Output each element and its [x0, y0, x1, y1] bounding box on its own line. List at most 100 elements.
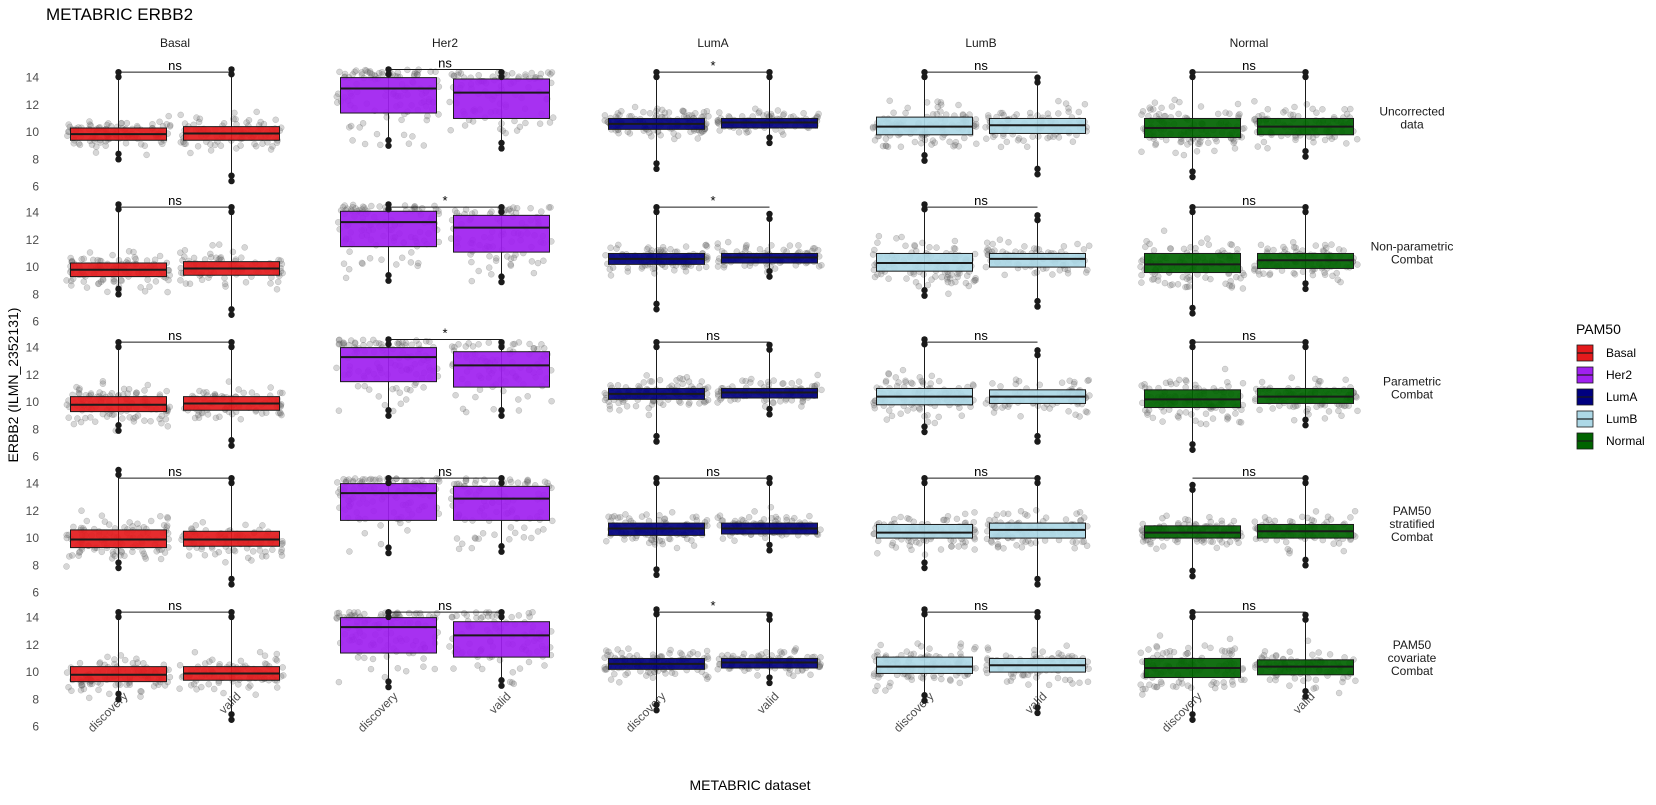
jitter-point	[346, 549, 352, 555]
jitter-point	[1013, 381, 1019, 387]
outlier-point	[653, 306, 659, 312]
jitter-point	[186, 553, 192, 559]
jitter-point	[962, 543, 968, 549]
jitter-point	[164, 388, 170, 394]
jitter-point	[412, 203, 418, 209]
jitter-point	[1355, 408, 1361, 414]
jitter-point	[1252, 266, 1258, 272]
y-tick-label: 10	[26, 395, 40, 409]
jitter-point	[525, 393, 531, 399]
outlier-point	[228, 437, 234, 443]
jitter-point	[1255, 144, 1261, 150]
jitter-point	[1140, 538, 1146, 544]
jitter-point	[77, 142, 83, 148]
jitter-point	[796, 379, 802, 385]
jitter-point	[998, 383, 1004, 389]
jitter-point	[903, 243, 909, 249]
jitter-point	[521, 534, 527, 540]
jitter-point	[715, 515, 721, 521]
jitter-point	[393, 385, 399, 391]
outlier-point	[653, 344, 659, 350]
panel-r2-her2: *	[335, 193, 554, 285]
outlier-point	[1034, 438, 1040, 444]
jitter-point	[177, 662, 183, 668]
jitter-point	[421, 384, 427, 390]
jitter-point	[96, 687, 102, 693]
y-tick-label: 10	[26, 665, 40, 679]
jitter-point	[1066, 105, 1072, 111]
jitter-point	[92, 419, 98, 425]
strip-label-line: Non-parametric	[1371, 240, 1454, 254]
y-tick-label: 8	[32, 152, 39, 166]
jitter-point	[280, 540, 286, 546]
jitter-point	[775, 516, 781, 522]
y-tick-label: 8	[32, 287, 39, 301]
outlier-point	[1302, 280, 1308, 286]
panel-r2-lumb: ns	[870, 193, 1092, 310]
jitter-point	[1342, 106, 1348, 112]
jitter-point	[165, 423, 171, 429]
jitter-point	[81, 279, 87, 285]
jitter-point	[110, 252, 116, 258]
jitter-point	[540, 258, 546, 264]
jitter-point	[705, 656, 711, 662]
outlier-point	[766, 480, 772, 486]
jitter-point	[1160, 543, 1166, 549]
jitter-point	[1061, 243, 1067, 249]
jitter-point	[884, 417, 890, 423]
jitter-point	[138, 694, 144, 700]
outlier-point	[1189, 209, 1195, 215]
jitter-point	[528, 205, 534, 211]
jitter-point	[752, 508, 758, 514]
jitter-point	[781, 111, 787, 117]
jitter-point	[720, 536, 726, 542]
outlier-point	[385, 407, 391, 413]
outlier-point	[498, 140, 504, 146]
jitter-point	[732, 538, 738, 544]
jitter-point	[936, 378, 942, 384]
jitter-point	[542, 663, 548, 669]
jitter-point	[178, 112, 184, 118]
jitter-point	[615, 110, 621, 116]
jitter-point	[361, 655, 367, 661]
jitter-point	[334, 479, 340, 485]
jitter-point	[138, 141, 144, 147]
jitter-point	[616, 407, 622, 413]
jitter-point	[1032, 270, 1038, 276]
outlier-point	[115, 291, 121, 297]
jitter-point	[537, 121, 543, 127]
jitter-point	[134, 390, 140, 396]
jitter-point	[1147, 105, 1153, 111]
jitter-point	[1313, 110, 1319, 116]
jitter-point	[64, 564, 70, 570]
outlier-point	[1034, 166, 1040, 172]
jitter-point	[1169, 282, 1175, 288]
jitter-point	[452, 208, 458, 214]
jitter-point	[1210, 539, 1216, 545]
jitter-point	[1319, 106, 1325, 112]
jitter-point	[86, 119, 92, 125]
jitter-point	[472, 209, 478, 215]
outlier-point	[1189, 441, 1195, 447]
jitter-point	[165, 515, 171, 521]
jitter-point	[353, 205, 359, 211]
jitter-point	[1306, 411, 1312, 417]
jitter-point	[260, 141, 266, 147]
jitter-point	[262, 661, 268, 667]
y-tick-label: 14	[26, 206, 40, 220]
jitter-point	[692, 110, 698, 116]
jitter-point	[436, 479, 442, 485]
jitter-point	[1167, 379, 1173, 385]
jitter-point	[1022, 511, 1028, 517]
box-valid	[454, 79, 550, 118]
jitter-point	[515, 397, 521, 403]
outlier-point	[228, 178, 234, 184]
jitter-point	[954, 516, 960, 522]
jitter-point	[213, 255, 219, 261]
jitter-point	[549, 398, 555, 404]
outlier-point	[921, 287, 927, 293]
jitter-point	[468, 259, 474, 265]
outlier-point	[1189, 568, 1195, 574]
jitter-point	[274, 286, 280, 292]
jitter-point	[1047, 406, 1053, 412]
